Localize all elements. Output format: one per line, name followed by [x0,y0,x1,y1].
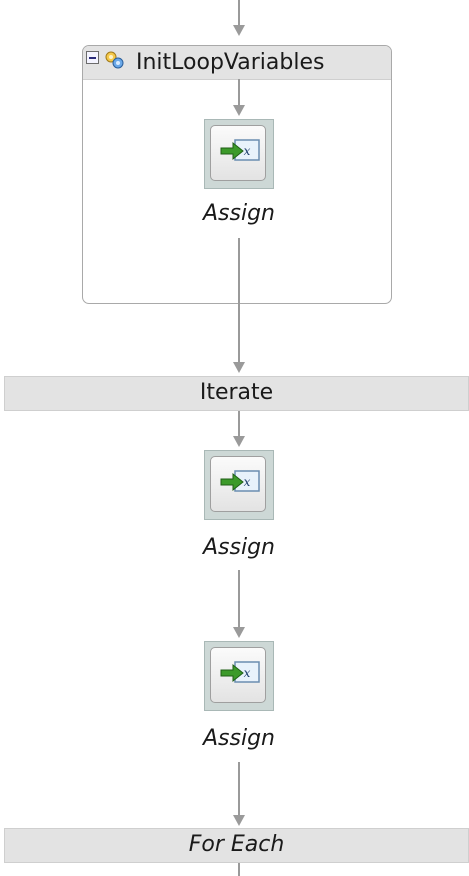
connector-bottom [238,863,240,876]
scope-container[interactable]: InitLoopVariables [82,45,392,304]
activity-box: x [210,647,266,703]
iterate-bar[interactable]: Iterate [4,376,469,411]
activity-label: Assign [203,535,275,560]
collapse-minus-icon[interactable] [86,51,99,64]
connector-to-iterate-arrowhead [233,362,245,373]
activity-box: x [210,125,266,181]
assign-activity-3[interactable]: x [204,641,274,711]
foreach-label: For Each [188,832,285,857]
connector-iterate-assign [238,411,240,437]
connector-to-foreach [238,762,240,816]
connector-iterate-assign-arrowhead [233,436,245,447]
scope-gear-icon [105,51,124,69]
activity-label: Assign [203,726,275,751]
connector-scope-assign-arrowhead [233,105,245,116]
connector-assign-assign-arrowhead [233,627,245,638]
foreach-bar[interactable]: For Each [4,828,469,863]
scope-header[interactable]: InitLoopVariables [83,46,391,80]
svg-text:x: x [244,475,251,489]
svg-text:x: x [244,666,251,680]
assign-arrow-icon: x [220,661,260,683]
connector-assign-assign [238,570,240,628]
assign-activity-1[interactable]: x [204,119,274,189]
connector-scope-assign [238,79,240,105]
connector-top-arrowhead [233,25,245,36]
assign-activity-2[interactable]: x [204,450,274,520]
connector-to-foreach-arrowhead [233,815,245,826]
activity-label: Assign [203,201,275,226]
assign-arrow-icon: x [220,470,260,492]
activity-box: x [210,456,266,512]
connector-top [238,0,240,26]
scope-title: InitLoopVariables [136,50,325,75]
iterate-label: Iterate [199,380,274,405]
connector-to-iterate [238,238,240,362]
assign-arrow-icon: x [220,139,260,161]
svg-text:x: x [244,144,251,158]
